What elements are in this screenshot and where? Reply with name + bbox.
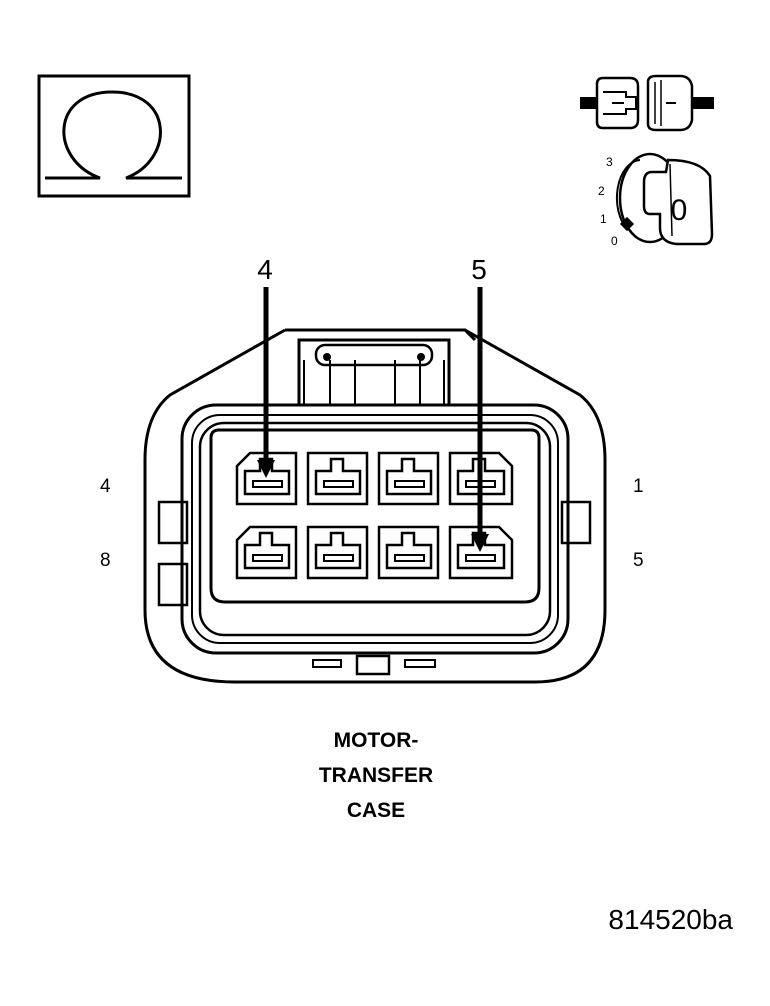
- cavity-3: [306, 451, 369, 506]
- ignition-key-off-icon: 3 2 1 0 0: [598, 152, 714, 248]
- key-position-2: 2: [598, 184, 605, 198]
- caption-line-3: CASE: [347, 799, 405, 822]
- caption-line-1: MOTOR-: [334, 729, 419, 752]
- cavity-label-bottom-right: 5: [633, 550, 644, 571]
- probe-arrow-cavity-4: 4: [257, 254, 275, 478]
- cavity-2: [377, 451, 440, 506]
- cavity-5: [448, 525, 514, 580]
- cavity-7: [306, 525, 369, 580]
- cavity-6: [377, 525, 440, 580]
- probe-arrow-label-4: 4: [257, 254, 273, 285]
- key-position-0: 0: [611, 234, 618, 248]
- cavity-label-top-left: 4: [100, 476, 111, 497]
- ohm-meter-symbol-icon: [37, 74, 191, 198]
- probe-arrow-cavity-5: 5: [471, 254, 489, 552]
- cavity-label-top-right: 1: [633, 476, 644, 497]
- key-position-1: 1: [600, 212, 607, 226]
- figure-code: 814520ba: [608, 904, 733, 935]
- cavity-4: [235, 451, 298, 506]
- cavity-label-bottom-left: 8: [100, 550, 111, 571]
- key-off-position-label: 0: [671, 194, 688, 227]
- probe-arrow-label-5: 5: [471, 254, 487, 285]
- disconnected-connector-icon: [580, 74, 714, 132]
- key-position-3: 3: [606, 155, 613, 169]
- cavity-8: [235, 525, 298, 580]
- connector-face: [143, 328, 607, 684]
- caption-line-2: TRANSFER: [319, 764, 433, 787]
